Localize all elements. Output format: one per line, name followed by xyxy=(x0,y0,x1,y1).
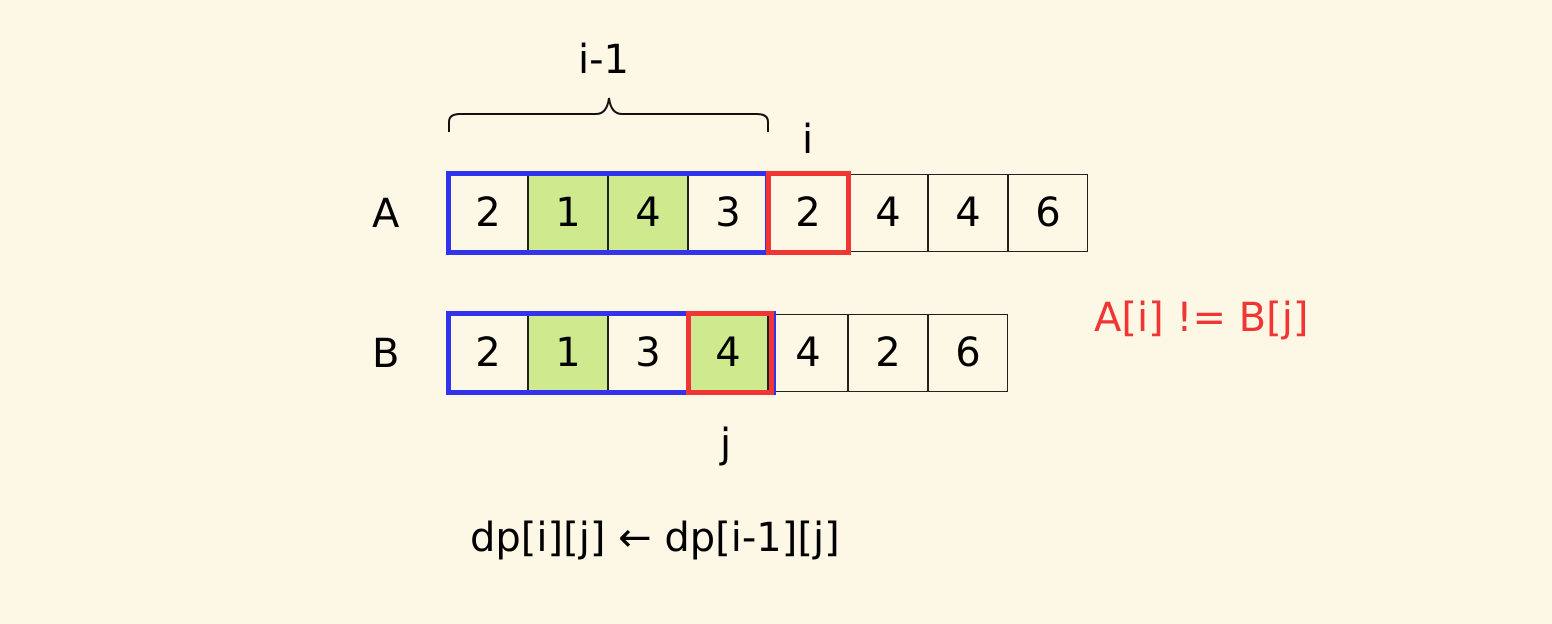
array-cell: 6 xyxy=(1008,174,1088,252)
array-b-label: B xyxy=(372,331,400,377)
array-cell: 2 xyxy=(448,174,528,252)
array-cell: 4 xyxy=(928,174,1008,252)
array-cell: 4 xyxy=(768,314,848,392)
array-cell: 2 xyxy=(448,314,528,392)
array-cell: 4 xyxy=(608,174,688,252)
array-cell: 4 xyxy=(688,314,768,392)
condition-text: A[i] != B[j] xyxy=(1094,295,1309,341)
formula-text: dp[i][j] ← dp[i-1][j] xyxy=(470,515,840,561)
index-i-label: i xyxy=(802,117,814,163)
index-j-label: j xyxy=(720,421,732,467)
array-cell: 2 xyxy=(848,314,928,392)
array-cell: 2 xyxy=(768,174,848,252)
array-a-label: A xyxy=(372,191,400,237)
array-cell: 1 xyxy=(528,314,608,392)
curly-brace xyxy=(448,97,769,132)
array-cell: 4 xyxy=(848,174,928,252)
current-box-a xyxy=(766,171,851,255)
array-cell: 3 xyxy=(688,174,768,252)
prefix-box-a xyxy=(446,171,770,255)
array-cell: 6 xyxy=(928,314,1008,392)
current-box-b xyxy=(686,311,774,395)
brace-label: i-1 xyxy=(578,37,629,83)
